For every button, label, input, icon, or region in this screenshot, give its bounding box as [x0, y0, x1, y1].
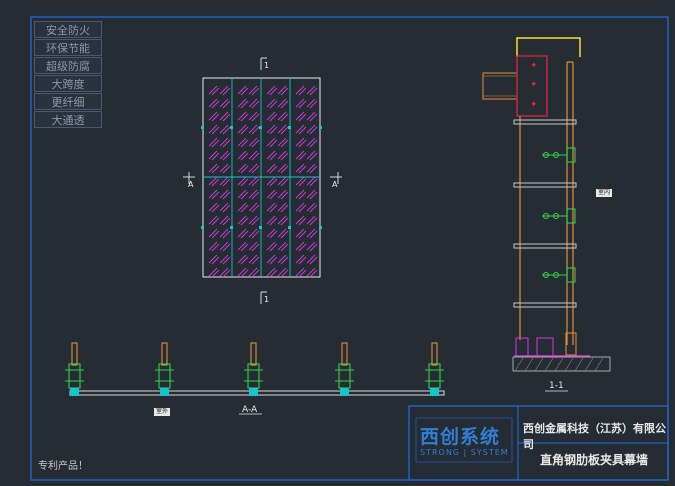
section-mark-bottom: 1 — [264, 295, 270, 304]
company-name: 西创金属科技（江苏）有限公司 — [523, 422, 666, 451]
section-title-1-1: 1-1 — [549, 381, 564, 391]
svg-text:✦: ✦ — [530, 61, 538, 71]
feature-tag: 大通透 — [34, 111, 102, 128]
section-mark-top: 1 — [264, 61, 270, 70]
outer-frame — [30, 16, 669, 481]
section-mark-left: A — [188, 180, 194, 189]
feature-tag: 环保节能 — [34, 39, 102, 56]
section-title-aa: A-A — [242, 405, 258, 415]
section-1-1: ✦ ✦ ✦ — [482, 37, 611, 392]
glass-elevation — [201, 77, 322, 278]
svg-text:✦: ✦ — [530, 100, 538, 110]
plan-tag: 室外 — [154, 408, 171, 416]
feature-tag: 超级防腐 — [34, 57, 102, 74]
feature-tag: 更纤细 — [34, 93, 102, 110]
logo-text: 西创系统 — [420, 426, 501, 448]
logo-subtext: STRONG | SYSTEM — [420, 448, 509, 457]
section-a-a — [65, 342, 445, 415]
feature-tag: 安全防火 — [34, 21, 102, 38]
product-title: 直角钢肋板夹具幕墙 — [540, 453, 649, 467]
svg-text:✦: ✦ — [530, 80, 538, 90]
feature-tag: 大跨度 — [34, 75, 102, 92]
section-mark-right: A — [332, 180, 338, 189]
side-tag: 室内 — [596, 189, 613, 197]
patent-note: 专利产品！ — [38, 461, 88, 472]
